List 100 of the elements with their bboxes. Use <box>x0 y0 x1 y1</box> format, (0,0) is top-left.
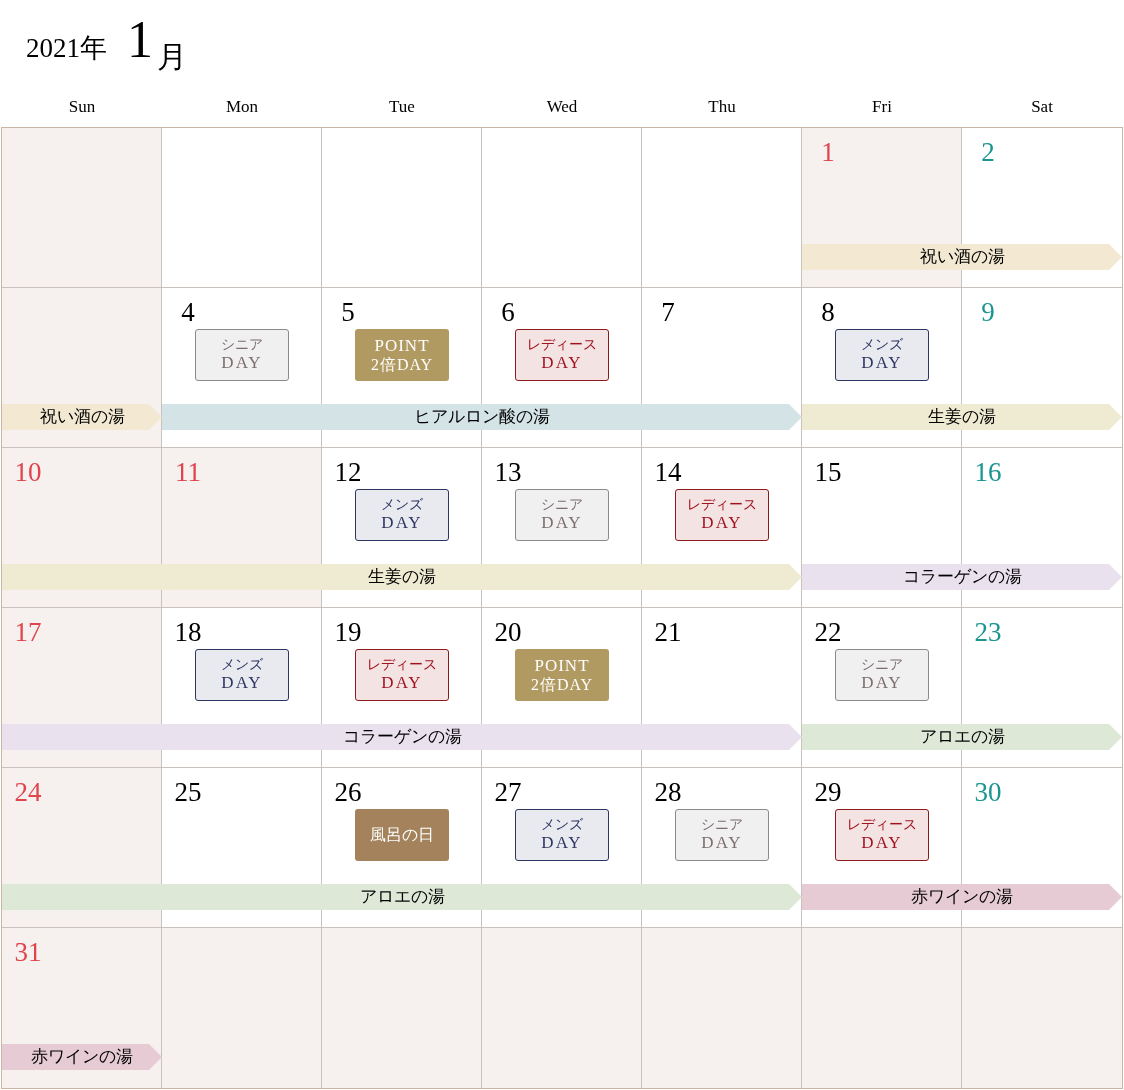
event-badge <box>675 489 769 541</box>
badge-label: DAY <box>541 353 583 373</box>
day-number: 30 <box>973 776 1003 809</box>
day-number: 13 <box>493 456 523 489</box>
weekday-header: Sun <box>67 96 97 118</box>
weekday-header: Thu <box>707 96 737 118</box>
band-label: 生姜の湯 <box>928 406 996 429</box>
band-label: 生姜の湯 <box>368 566 436 589</box>
day-number: 25 <box>173 776 203 809</box>
day-number: 19 <box>333 616 363 649</box>
day-number: 31 <box>13 936 43 969</box>
badge-label: シニア <box>701 817 743 834</box>
event-band <box>162 404 802 430</box>
day-number: 20 <box>493 616 523 649</box>
badge-label: 風呂の日 <box>370 825 434 845</box>
event-band <box>2 724 802 750</box>
day-number: 14 <box>653 456 683 489</box>
event-badge <box>195 649 289 701</box>
badge-label: 2倍DAY <box>370 355 434 374</box>
event-badge <box>515 649 609 701</box>
event-badge <box>835 809 929 861</box>
band-label: 赤ワインの湯 <box>31 1046 133 1069</box>
event-band <box>2 1044 162 1070</box>
badge-label: POINT <box>374 336 430 356</box>
badge-label: DAY <box>861 673 903 693</box>
day-number: 23 <box>973 616 1003 649</box>
day-number: 15 <box>813 456 843 489</box>
badge-label: レディース <box>367 657 437 674</box>
day-number: 24 <box>13 776 43 809</box>
event-badge <box>355 649 449 701</box>
day-number: 9 <box>980 296 996 329</box>
event-band <box>802 564 1122 590</box>
event-badge <box>195 329 289 381</box>
day-number: 5 <box>340 296 356 329</box>
day-number: 28 <box>653 776 683 809</box>
badge-label: シニア <box>861 657 903 674</box>
day-number: 18 <box>173 616 203 649</box>
event-badge <box>835 329 929 381</box>
event-band <box>802 884 1122 910</box>
event-band <box>802 724 1122 750</box>
weekday-header: Wed <box>545 96 579 118</box>
badge-label: DAY <box>701 513 743 533</box>
badge-label: DAY <box>861 353 903 373</box>
day-number: 27 <box>493 776 523 809</box>
badge-label: DAY <box>861 833 903 853</box>
day-number: 11 <box>174 456 202 489</box>
band-label: コラーゲンの湯 <box>342 726 462 749</box>
badge-label: 2倍DAY <box>530 675 594 694</box>
badge-label: シニア <box>221 337 263 354</box>
badge-label: DAY <box>381 513 423 533</box>
day-number: 4 <box>180 296 196 329</box>
day-number: 8 <box>820 296 836 329</box>
badge-label: DAY <box>221 673 263 693</box>
event-band <box>802 244 1122 270</box>
day-number: 12 <box>333 456 363 489</box>
badge-label: レディース <box>847 817 917 834</box>
day-number: 17 <box>13 616 43 649</box>
event-badge <box>515 329 609 381</box>
day-number: 16 <box>973 456 1003 489</box>
badge-label: メンズ <box>541 817 583 834</box>
badge-label: メンズ <box>381 497 423 514</box>
weekday-header: Sat <box>1030 96 1054 118</box>
day-number: 29 <box>813 776 843 809</box>
band-label: 祝い酒の湯 <box>39 406 125 429</box>
day-number: 2 <box>980 136 996 169</box>
band-label: アロエの湯 <box>919 726 1005 749</box>
day-number: 1 <box>820 136 836 169</box>
day-number: 10 <box>13 456 43 489</box>
band-label: 赤ワインの湯 <box>911 886 1013 909</box>
event-band <box>2 884 802 910</box>
event-badge <box>515 809 609 861</box>
badge-label: DAY <box>381 673 423 693</box>
weekday-header: Tue <box>388 96 416 118</box>
event-band <box>2 404 162 430</box>
event-badge <box>355 809 449 861</box>
badge-label: POINT <box>534 656 590 676</box>
badge-label: DAY <box>221 353 263 373</box>
badge-label: DAY <box>701 833 743 853</box>
band-label: 祝い酒の湯 <box>919 246 1005 269</box>
band-label: コラーゲンの湯 <box>902 566 1022 589</box>
day-number: 7 <box>660 296 676 329</box>
band-label: アロエの湯 <box>359 886 445 909</box>
event-badge <box>355 489 449 541</box>
day-number: 22 <box>813 616 843 649</box>
band-label: ヒアルロン酸の湯 <box>414 406 550 429</box>
month-number: 1 <box>127 14 153 66</box>
event-band <box>802 404 1122 430</box>
badge-label: DAY <box>541 833 583 853</box>
day-number: 6 <box>500 296 516 329</box>
event-badge <box>515 489 609 541</box>
badge-label: レディース <box>527 337 597 354</box>
weekday-header: Mon <box>224 96 260 118</box>
event-badge <box>835 649 929 701</box>
day-number: 26 <box>333 776 363 809</box>
month-label: 月 <box>157 39 187 75</box>
event-badge <box>675 809 769 861</box>
year-label: 2021年 <box>26 32 107 65</box>
badge-label: シニア <box>541 497 583 514</box>
badge-label: メンズ <box>861 337 903 354</box>
badge-label: レディース <box>687 497 757 514</box>
